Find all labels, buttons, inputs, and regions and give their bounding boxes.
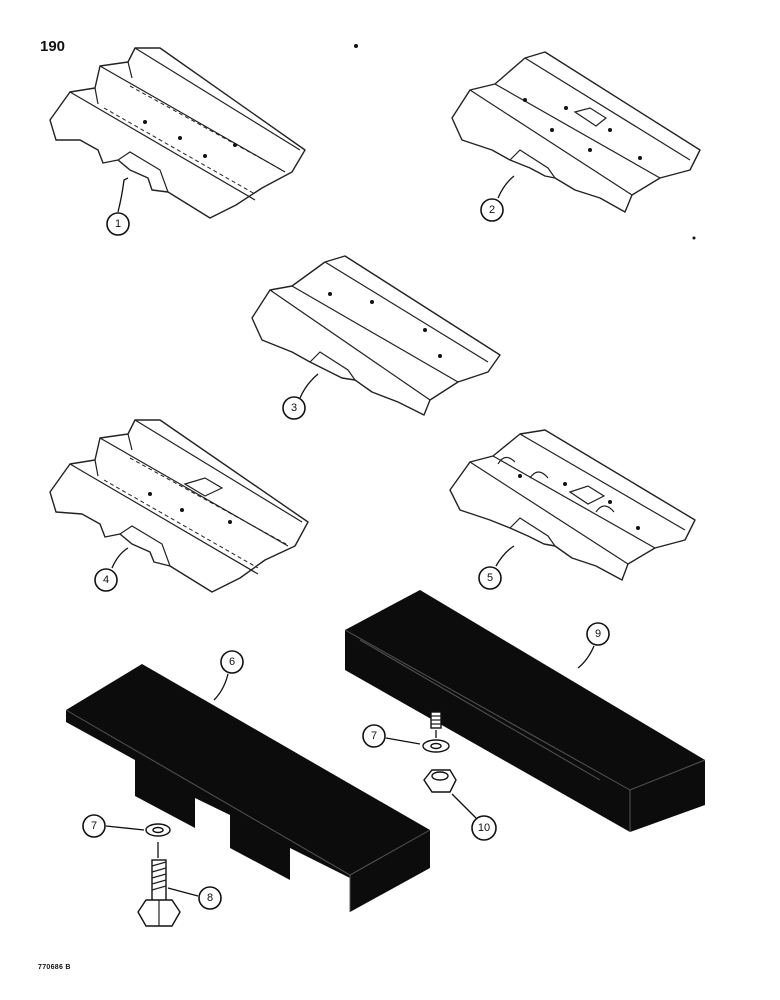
callout-label: 8: [207, 892, 213, 904]
leader-line: [577, 645, 595, 669]
bolt: [137, 859, 181, 927]
leader-line: [111, 547, 129, 569]
track-shoe-single-grouser-master: [451, 51, 701, 213]
speck: [354, 44, 358, 48]
callout-10: 10: [471, 815, 497, 841]
callout-label: 9: [595, 628, 601, 640]
page-number: 190: [40, 38, 66, 55]
callout-label: 5: [487, 572, 493, 584]
rubber-pad-lower: [65, 664, 431, 912]
speck: [692, 236, 696, 240]
rubber-pad-upper: [344, 590, 706, 832]
callout-label: 4: [103, 574, 109, 586]
leader-line: [385, 737, 421, 745]
leader-line: [117, 177, 129, 213]
callout-label: 7: [371, 730, 377, 742]
track-shoe-triple-grouser-alt: [49, 419, 309, 593]
callout-6: 6: [220, 650, 244, 674]
callout-3: 3: [282, 396, 306, 420]
callout-label: 6: [229, 656, 235, 668]
track-shoe-single-grouser-scalloped: [449, 429, 696, 581]
track-shoe-single-grouser: [251, 255, 501, 416]
leader-line: [451, 793, 477, 819]
callout-7-upper: 7: [362, 724, 386, 748]
callout-label: 3: [291, 402, 297, 414]
washer-upper: [422, 739, 450, 753]
leader-line: [495, 545, 515, 567]
callout-label: 1: [115, 218, 121, 230]
leader-line: [497, 175, 515, 199]
callout-2: 2: [480, 198, 504, 222]
stud: [430, 711, 442, 729]
track-shoe-triple-grouser: [49, 47, 306, 219]
leader-line: [167, 887, 199, 897]
callout-4: 4: [94, 568, 118, 592]
callout-label: 2: [489, 204, 495, 216]
leader-line: [213, 673, 229, 701]
callout-1: 1: [106, 212, 130, 236]
callout-label: 7: [91, 820, 97, 832]
callout-8: 8: [198, 886, 222, 910]
nut: [423, 769, 457, 793]
leader-line: [299, 373, 319, 399]
leader-line: [105, 825, 145, 831]
callout-9: 9: [586, 622, 610, 646]
callout-7-lower: 7: [82, 814, 106, 838]
callout-label: 10: [478, 822, 490, 834]
callout-5: 5: [478, 566, 502, 590]
figure-code: 770686 B: [38, 964, 71, 971]
washer-lower: [145, 823, 171, 837]
